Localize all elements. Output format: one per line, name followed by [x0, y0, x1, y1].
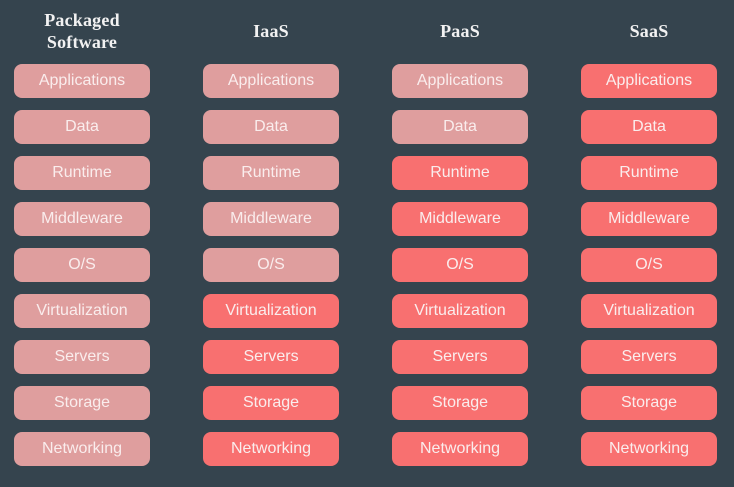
- layer-stack: Applications Data Runtime Middleware O/S…: [581, 64, 717, 466]
- layer-box-os: O/S: [203, 248, 339, 282]
- layer-box-storage: Storage: [392, 386, 528, 420]
- layer-box-middleware: Middleware: [392, 202, 528, 236]
- column-iaas: IaaS Applications Data Runtime Middlewar…: [203, 0, 339, 487]
- layer-box-data: Data: [203, 110, 339, 144]
- layer-box-os: O/S: [14, 248, 150, 282]
- layer-box-runtime: Runtime: [203, 156, 339, 190]
- column-packaged-software: Packaged Software Applications Data Runt…: [14, 0, 150, 487]
- layer-stack: Applications Data Runtime Middleware O/S…: [392, 64, 528, 466]
- column-header-saas: SaaS: [581, 0, 717, 56]
- layer-box-os: O/S: [392, 248, 528, 282]
- layer-box-servers: Servers: [203, 340, 339, 374]
- layer-box-networking: Networking: [581, 432, 717, 466]
- column-saas: SaaS Applications Data Runtime Middlewar…: [581, 0, 717, 487]
- layer-box-data: Data: [581, 110, 717, 144]
- layer-box-networking: Networking: [392, 432, 528, 466]
- layer-box-servers: Servers: [14, 340, 150, 374]
- column-header-packaged-software: Packaged Software: [14, 0, 150, 56]
- layer-box-data: Data: [14, 110, 150, 144]
- layer-box-applications: Applications: [581, 64, 717, 98]
- header-line: PaaS: [440, 20, 480, 41]
- layer-box-runtime: Runtime: [14, 156, 150, 190]
- header-line: IaaS: [253, 20, 289, 41]
- column-header-iaas: IaaS: [203, 0, 339, 56]
- layer-box-applications: Applications: [203, 64, 339, 98]
- layer-box-servers: Servers: [581, 340, 717, 374]
- layer-box-runtime: Runtime: [581, 156, 717, 190]
- layer-box-applications: Applications: [392, 64, 528, 98]
- header-line: Software: [46, 31, 118, 52]
- layer-box-data: Data: [392, 110, 528, 144]
- header-line: SaaS: [629, 20, 669, 41]
- column-header-paas: PaaS: [392, 0, 528, 56]
- layer-box-virtualization: Virtualization: [392, 294, 528, 328]
- layer-box-networking: Networking: [203, 432, 339, 466]
- header-line: Packaged: [44, 10, 120, 31]
- layer-box-storage: Storage: [14, 386, 150, 420]
- layer-stack: Applications Data Runtime Middleware O/S…: [203, 64, 339, 466]
- layer-box-applications: Applications: [14, 64, 150, 98]
- layer-box-os: O/S: [581, 248, 717, 282]
- layer-box-virtualization: Virtualization: [14, 294, 150, 328]
- layer-box-middleware: Middleware: [581, 202, 717, 236]
- layer-box-virtualization: Virtualization: [203, 294, 339, 328]
- layer-box-servers: Servers: [392, 340, 528, 374]
- layer-box-storage: Storage: [581, 386, 717, 420]
- layer-box-virtualization: Virtualization: [581, 294, 717, 328]
- layer-box-networking: Networking: [14, 432, 150, 466]
- layer-box-middleware: Middleware: [14, 202, 150, 236]
- layer-stack: Applications Data Runtime Middleware O/S…: [14, 64, 150, 466]
- layer-box-runtime: Runtime: [392, 156, 528, 190]
- column-paas: PaaS Applications Data Runtime Middlewar…: [392, 0, 528, 487]
- layer-box-middleware: Middleware: [203, 202, 339, 236]
- layer-box-storage: Storage: [203, 386, 339, 420]
